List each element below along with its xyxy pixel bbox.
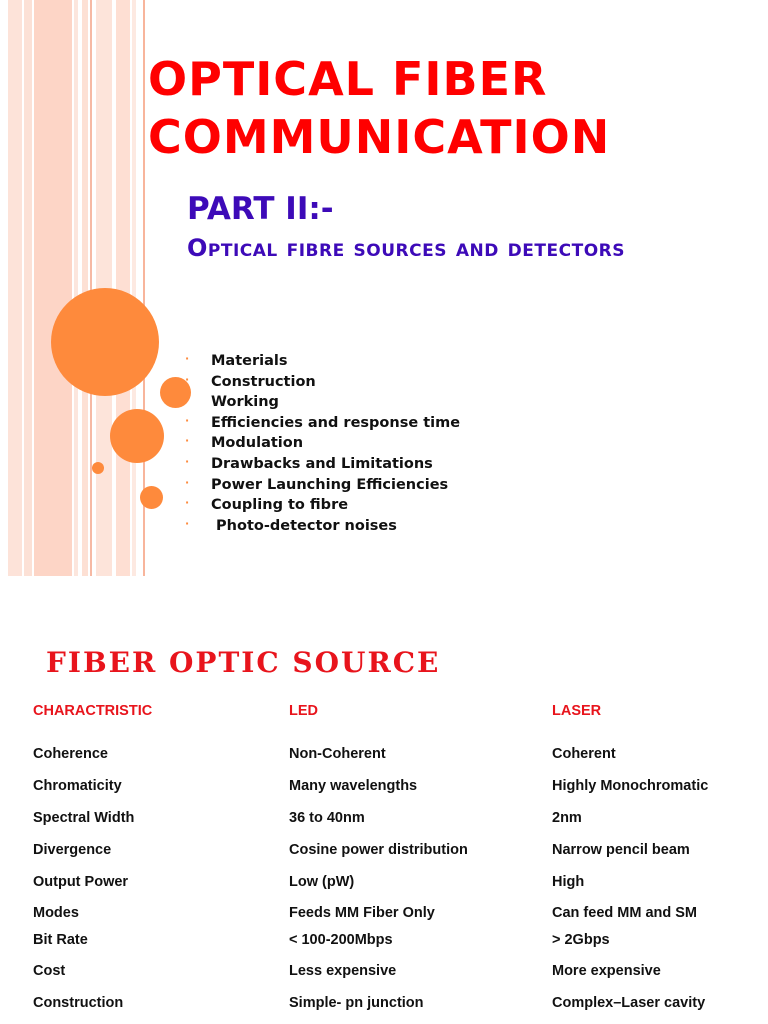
bullet-dot-icon: · [185,393,190,407]
table-cell: Spectral Width [33,810,135,826]
list-item: ·Efficiencies and response time [185,413,461,431]
table-cell: Coherent [552,746,616,762]
bullet-dot-icon: · [185,516,190,530]
table-cell: Bit Rate [33,932,88,948]
column-header-characteristic: CHARACTRISTIC [33,703,153,719]
table-cell: 36 to 40nm [289,810,365,826]
table-cell: Highly Monochromatic [552,778,709,794]
list-item: ·Coupling to fibre [185,496,349,514]
column-header-laser: LASER [552,703,602,719]
slide-2: FIBER OPTIC SOURCE CHARACTRISTIC LED LAS… [0,576,768,1024]
table-cell: Complex–Laser cavity [552,995,706,1011]
table-cell: Less expensive [289,963,397,979]
bullet-dot-icon: · [185,454,190,468]
decorative-stripes [0,0,148,576]
decorative-circle-small-2 [140,486,163,509]
subtitle-text: Optical fibre sources and detectors [187,234,625,262]
bullet-dot-icon: · [185,475,190,489]
table-cell: High [552,874,585,890]
table-cell: Chromaticity [33,778,122,794]
list-item: ·Working [185,393,279,411]
table-cell: Divergence [33,842,112,858]
bullet-dot-icon: · [185,434,190,448]
list-item: · Photo-detector noises [185,516,397,534]
table-cell: Cosine power distribution [289,842,468,858]
table-cell: < 100-200Mbps [289,932,393,948]
column-header-led: LED [289,703,318,719]
comparison-table: CHARACTRISTIC LED LASER Coherence Non-Co… [0,576,768,1024]
table-cell: 2nm [552,810,582,826]
table-cell: Low (pW) [289,874,355,890]
bullet-dot-icon: · [185,372,190,386]
bullet-dot-icon: · [185,352,190,365]
table-cell: Narrow pencil beam [552,842,690,858]
slide-subtitle: PART II:- Optical fibre sources and dete… [187,190,747,268]
table-cell: Many wavelengths [289,778,418,794]
part-label: PART II:- [187,191,334,227]
table-cell: > 2Gbps [552,932,610,948]
decorative-circle-small [160,377,191,408]
table-cell: Simple- pn junction [289,995,424,1011]
table-cell: More expensive [552,963,661,979]
decorative-circle-medium [110,409,164,463]
table-cell: Modes [33,905,79,921]
decorative-circle-large [51,288,159,396]
table-cell: Feeds MM Fiber Only [289,905,435,921]
list-item: ·Drawbacks and Limitations [185,454,433,472]
bullet-dot-icon: · [185,496,190,510]
decorative-circle-tiny [92,462,104,474]
bullet-dot-icon: · [185,413,190,427]
table-cell: Construction [33,995,124,1011]
slide-1: OPTICAL FIBER COMMUNICATION PART II:- Op… [0,0,747,576]
list-item: ·Modulation [185,434,304,452]
table-cell: Non-Coherent [289,746,386,762]
list-item: ·Construction [185,372,316,390]
table-cell: Coherence [33,746,108,762]
topic-list: ·Materials ·Construction ·Working ·Effic… [185,352,505,537]
table-cell: Can feed MM and SM [552,905,698,921]
list-item: ·Materials [185,352,288,369]
table-cell: Cost [33,963,66,979]
table-cell: Output Power [33,874,129,890]
slide-title: OPTICAL FIBER COMMUNICATION [148,52,611,164]
slide-2-title: FIBER OPTIC SOURCE [46,646,441,679]
list-item: ·Power Launching Efficiencies [185,475,449,493]
